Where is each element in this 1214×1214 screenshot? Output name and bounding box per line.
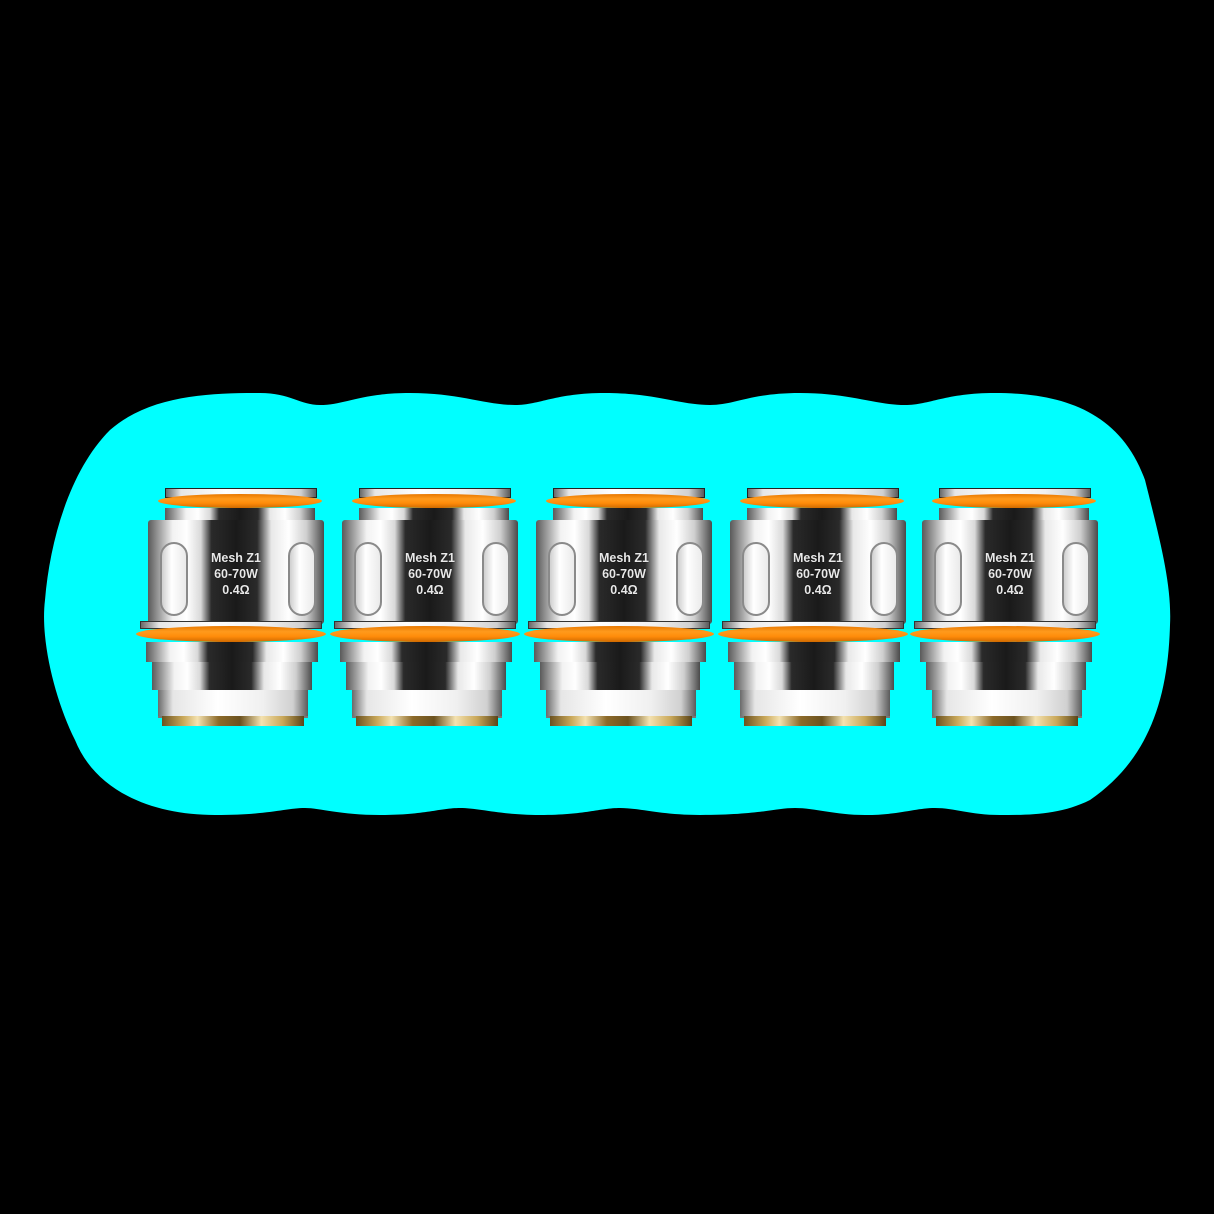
base-plate <box>740 690 890 718</box>
coil-label-model: Mesh Z1 <box>210 551 261 565</box>
base-plate <box>158 690 308 718</box>
upper-band <box>359 508 509 521</box>
right-window <box>676 542 704 616</box>
lower-band-1 <box>146 642 318 662</box>
coil-label-resistance: 0.4Ω <box>996 583 1024 597</box>
coil-body: Mesh Z1 60-70W 0.4Ω <box>342 520 518 624</box>
coil-4: Mesh Z1 60-70W 0.4Ω <box>718 486 922 731</box>
upper-band <box>939 508 1089 521</box>
coil-5: Mesh Z1 60-70W 0.4Ω <box>910 486 1114 731</box>
base-plate <box>546 690 696 718</box>
lower-band-1 <box>728 642 900 662</box>
coil-body: Mesh Z1 60-70W 0.4Ω <box>730 520 906 624</box>
bottom-o-ring <box>718 626 908 642</box>
lower-band-1 <box>534 642 706 662</box>
coil-label-resistance: 0.4Ω <box>222 583 250 597</box>
coil-label-wattage: 60-70W <box>408 567 452 581</box>
right-window <box>870 542 898 616</box>
bottom-o-ring <box>136 626 326 642</box>
gold-contact <box>744 716 886 726</box>
left-window <box>742 542 770 616</box>
gold-contact <box>936 716 1078 726</box>
upper-band <box>165 508 315 521</box>
lower-band-2 <box>734 662 894 690</box>
coil-3: Mesh Z1 60-70W 0.4Ω <box>524 486 728 731</box>
gold-contact <box>162 716 304 726</box>
left-window <box>934 542 962 616</box>
lower-band-1 <box>920 642 1092 662</box>
left-window <box>354 542 382 616</box>
upper-band <box>747 508 897 521</box>
coil-label-model: Mesh Z1 <box>792 551 843 565</box>
coil-1: Mesh Z1 60-70W 0.4Ω <box>136 486 340 731</box>
coil-label-wattage: 60-70W <box>796 567 840 581</box>
coil-label-resistance: 0.4Ω <box>416 583 444 597</box>
coil-label-model: Mesh Z1 <box>598 551 649 565</box>
gold-contact <box>356 716 498 726</box>
bottom-o-ring <box>910 626 1100 642</box>
upper-band <box>553 508 703 521</box>
base-plate <box>352 690 502 718</box>
right-window <box>482 542 510 616</box>
coil-body: Mesh Z1 60-70W 0.4Ω <box>536 520 712 624</box>
top-o-ring <box>740 494 904 508</box>
coil-label-resistance: 0.4Ω <box>610 583 638 597</box>
lower-band-1 <box>340 642 512 662</box>
gold-contact <box>550 716 692 726</box>
bottom-o-ring <box>330 626 520 642</box>
top-o-ring <box>352 494 516 508</box>
coil-label-model: Mesh Z1 <box>404 551 455 565</box>
top-o-ring <box>158 494 322 508</box>
coil-body: Mesh Z1 60-70W 0.4Ω <box>922 520 1098 624</box>
coil-label-wattage: 60-70W <box>214 567 258 581</box>
base-plate <box>932 690 1082 718</box>
left-window <box>548 542 576 616</box>
coil-body: Mesh Z1 60-70W 0.4Ω <box>148 520 324 624</box>
coil-2: Mesh Z1 60-70W 0.4Ω <box>330 486 534 731</box>
coil-label-resistance: 0.4Ω <box>804 583 832 597</box>
lower-band-2 <box>926 662 1086 690</box>
lower-band-2 <box>152 662 312 690</box>
coil-label-wattage: 60-70W <box>602 567 646 581</box>
coil-label-wattage: 60-70W <box>988 567 1032 581</box>
bottom-o-ring <box>524 626 714 642</box>
right-window <box>288 542 316 616</box>
top-o-ring <box>932 494 1096 508</box>
left-window <box>160 542 188 616</box>
right-window <box>1062 542 1090 616</box>
lower-band-2 <box>346 662 506 690</box>
top-o-ring <box>546 494 710 508</box>
lower-band-2 <box>540 662 700 690</box>
coil-label-model: Mesh Z1 <box>984 551 1035 565</box>
